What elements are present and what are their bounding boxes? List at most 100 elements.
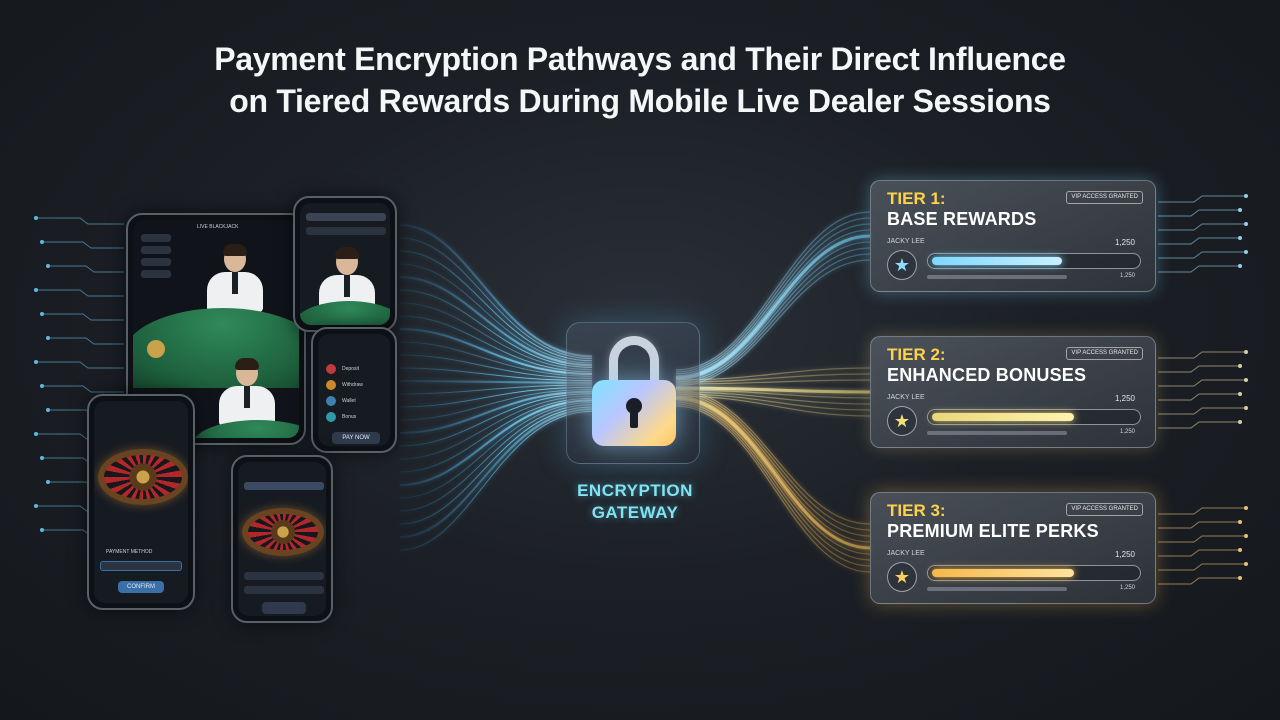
- menu-item-2: Withdraw: [342, 382, 363, 388]
- tier-1-subtitle: BASE REWARDS: [887, 209, 1037, 229]
- tier-2-points: 1,250: [1114, 394, 1135, 403]
- tier-flow-line: [675, 217, 871, 373]
- gateway-label-line-1: ENCRYPTION: [577, 481, 693, 500]
- flow-line: [399, 404, 593, 512]
- circuit-node: [34, 504, 38, 508]
- circuit-trace: [1158, 265, 1240, 273]
- tier-1-progress-fill: [932, 257, 1062, 265]
- tier-2-name: TIER 2:: [887, 345, 946, 364]
- circuit-trace: [1158, 407, 1246, 415]
- tier-2-points-small: 1,250: [1119, 429, 1135, 435]
- flow-line: [399, 315, 593, 373]
- circuit-trace: [1158, 393, 1240, 401]
- phone-payment-menu: Deposit Withdraw Wallet Bonus PAY NOW: [311, 327, 397, 453]
- flow-line: [399, 390, 593, 434]
- flow-line: [399, 328, 593, 375]
- circuit-trace: [48, 265, 124, 273]
- roulette-action-button[interactable]: [262, 602, 306, 614]
- tier-flow-line: [675, 247, 871, 383]
- dealer-avatar-1: [205, 244, 265, 316]
- tier-flow-line: [675, 211, 871, 371]
- flow-line: [399, 393, 593, 447]
- tablet-side-bar-4: [141, 270, 171, 278]
- tier-flow-line: [675, 389, 871, 399]
- circuit-trace: [1158, 351, 1246, 359]
- tier-flow-line: [675, 393, 871, 537]
- circuit-node: [1244, 378, 1248, 382]
- tablet-side-bar-1: [141, 234, 171, 242]
- circuit-node: [1238, 420, 1242, 424]
- circuit-node: [46, 480, 50, 484]
- circuit-node: [1244, 562, 1248, 566]
- tier-3-points-small: 1,250: [1119, 585, 1135, 591]
- flow-line: [399, 263, 593, 364]
- circuit-trace: [36, 361, 124, 369]
- flow-line: [399, 237, 593, 360]
- tier-flow-line: [675, 389, 871, 525]
- circuit-trace: [1158, 251, 1246, 259]
- circuit-node: [34, 360, 38, 364]
- tier-flow-line: [675, 253, 871, 385]
- phone-nav-bar: [306, 227, 386, 235]
- tablet-side-bar-2: [141, 246, 171, 254]
- tier-flow-line: [675, 391, 871, 531]
- payment-input-bar[interactable]: [100, 561, 182, 571]
- keyhole-slot: [630, 408, 638, 428]
- circuit-node: [46, 336, 50, 340]
- circuit-node: [40, 312, 44, 316]
- gateway-label-line-2: GATEWAY: [591, 503, 679, 522]
- phone-roulette: PAYMENT METHOD CONFIRM: [87, 394, 195, 610]
- dealer-avatar-3: [319, 247, 375, 315]
- menu-icon-2: [326, 380, 336, 390]
- tier-2-progress-bar: [927, 409, 1141, 425]
- circuit-trace: [1158, 195, 1246, 203]
- title-line-1: Payment Encryption Pathways and Their Di…: [214, 41, 1066, 77]
- circuit-node: [40, 240, 44, 244]
- roulette-info-bar: [244, 586, 324, 594]
- flow-line: [399, 302, 593, 371]
- tier-1-card: TIER 1: BASE REWARDS VIP ACCESS GRANTED …: [870, 180, 1156, 292]
- tier-1-status-badge: VIP ACCESS GRANTED: [1066, 191, 1143, 204]
- flow-line: [399, 289, 593, 368]
- tier-3-points: 1,250: [1114, 550, 1135, 559]
- star-icon: ★: [887, 562, 917, 592]
- lower-table-felt: [193, 420, 299, 438]
- circuit-node: [1238, 576, 1242, 580]
- tier-1-secondary-bar: [927, 275, 1067, 279]
- circuit-node: [1244, 222, 1248, 226]
- flow-line: [399, 399, 593, 486]
- circuit-trace: [1158, 365, 1240, 373]
- circuit-node: [1238, 520, 1242, 524]
- circuit-trace: [1158, 379, 1246, 387]
- flow-line: [399, 406, 593, 525]
- tier-3-progress-bar: [927, 565, 1141, 581]
- circuit-node: [1238, 264, 1242, 268]
- tier-flow-line: [675, 241, 871, 381]
- flow-line: [399, 386, 593, 408]
- flow-line: [399, 388, 593, 421]
- confirm-payment-button[interactable]: CONFIRM: [118, 581, 164, 593]
- circuit-trace: [1158, 237, 1240, 245]
- flow-line: [399, 250, 593, 362]
- circuit-trace: [42, 313, 124, 321]
- flow-line: [399, 397, 593, 473]
- circuit-trace: [1158, 421, 1240, 429]
- roulette-wheel-1: [98, 449, 188, 505]
- circuit-node: [40, 528, 44, 532]
- menu-icon-3: [326, 396, 336, 406]
- pay-now-button[interactable]: PAY NOW: [332, 432, 380, 444]
- encryption-gateway-label: ENCRYPTION GATEWAY: [560, 480, 710, 524]
- tier-flow-line: [675, 391, 871, 405]
- circuit-node: [34, 216, 38, 220]
- tier-flow-line: [675, 234, 871, 380]
- tier-3-status-badge: VIP ACCESS GRANTED: [1066, 503, 1143, 516]
- circuit-node: [1238, 392, 1242, 396]
- menu-icon-1: [326, 364, 336, 374]
- phone-roulette-table-screen: [238, 462, 326, 616]
- circuit-node: [34, 432, 38, 436]
- tier-2-card: TIER 2: ENHANCED BONUSES VIP ACCESS GRAN…: [870, 336, 1156, 448]
- tier-flow-line: [675, 395, 871, 543]
- tier-2-status-badge: VIP ACCESS GRANTED: [1066, 347, 1143, 360]
- tier-flow-line: [675, 395, 871, 417]
